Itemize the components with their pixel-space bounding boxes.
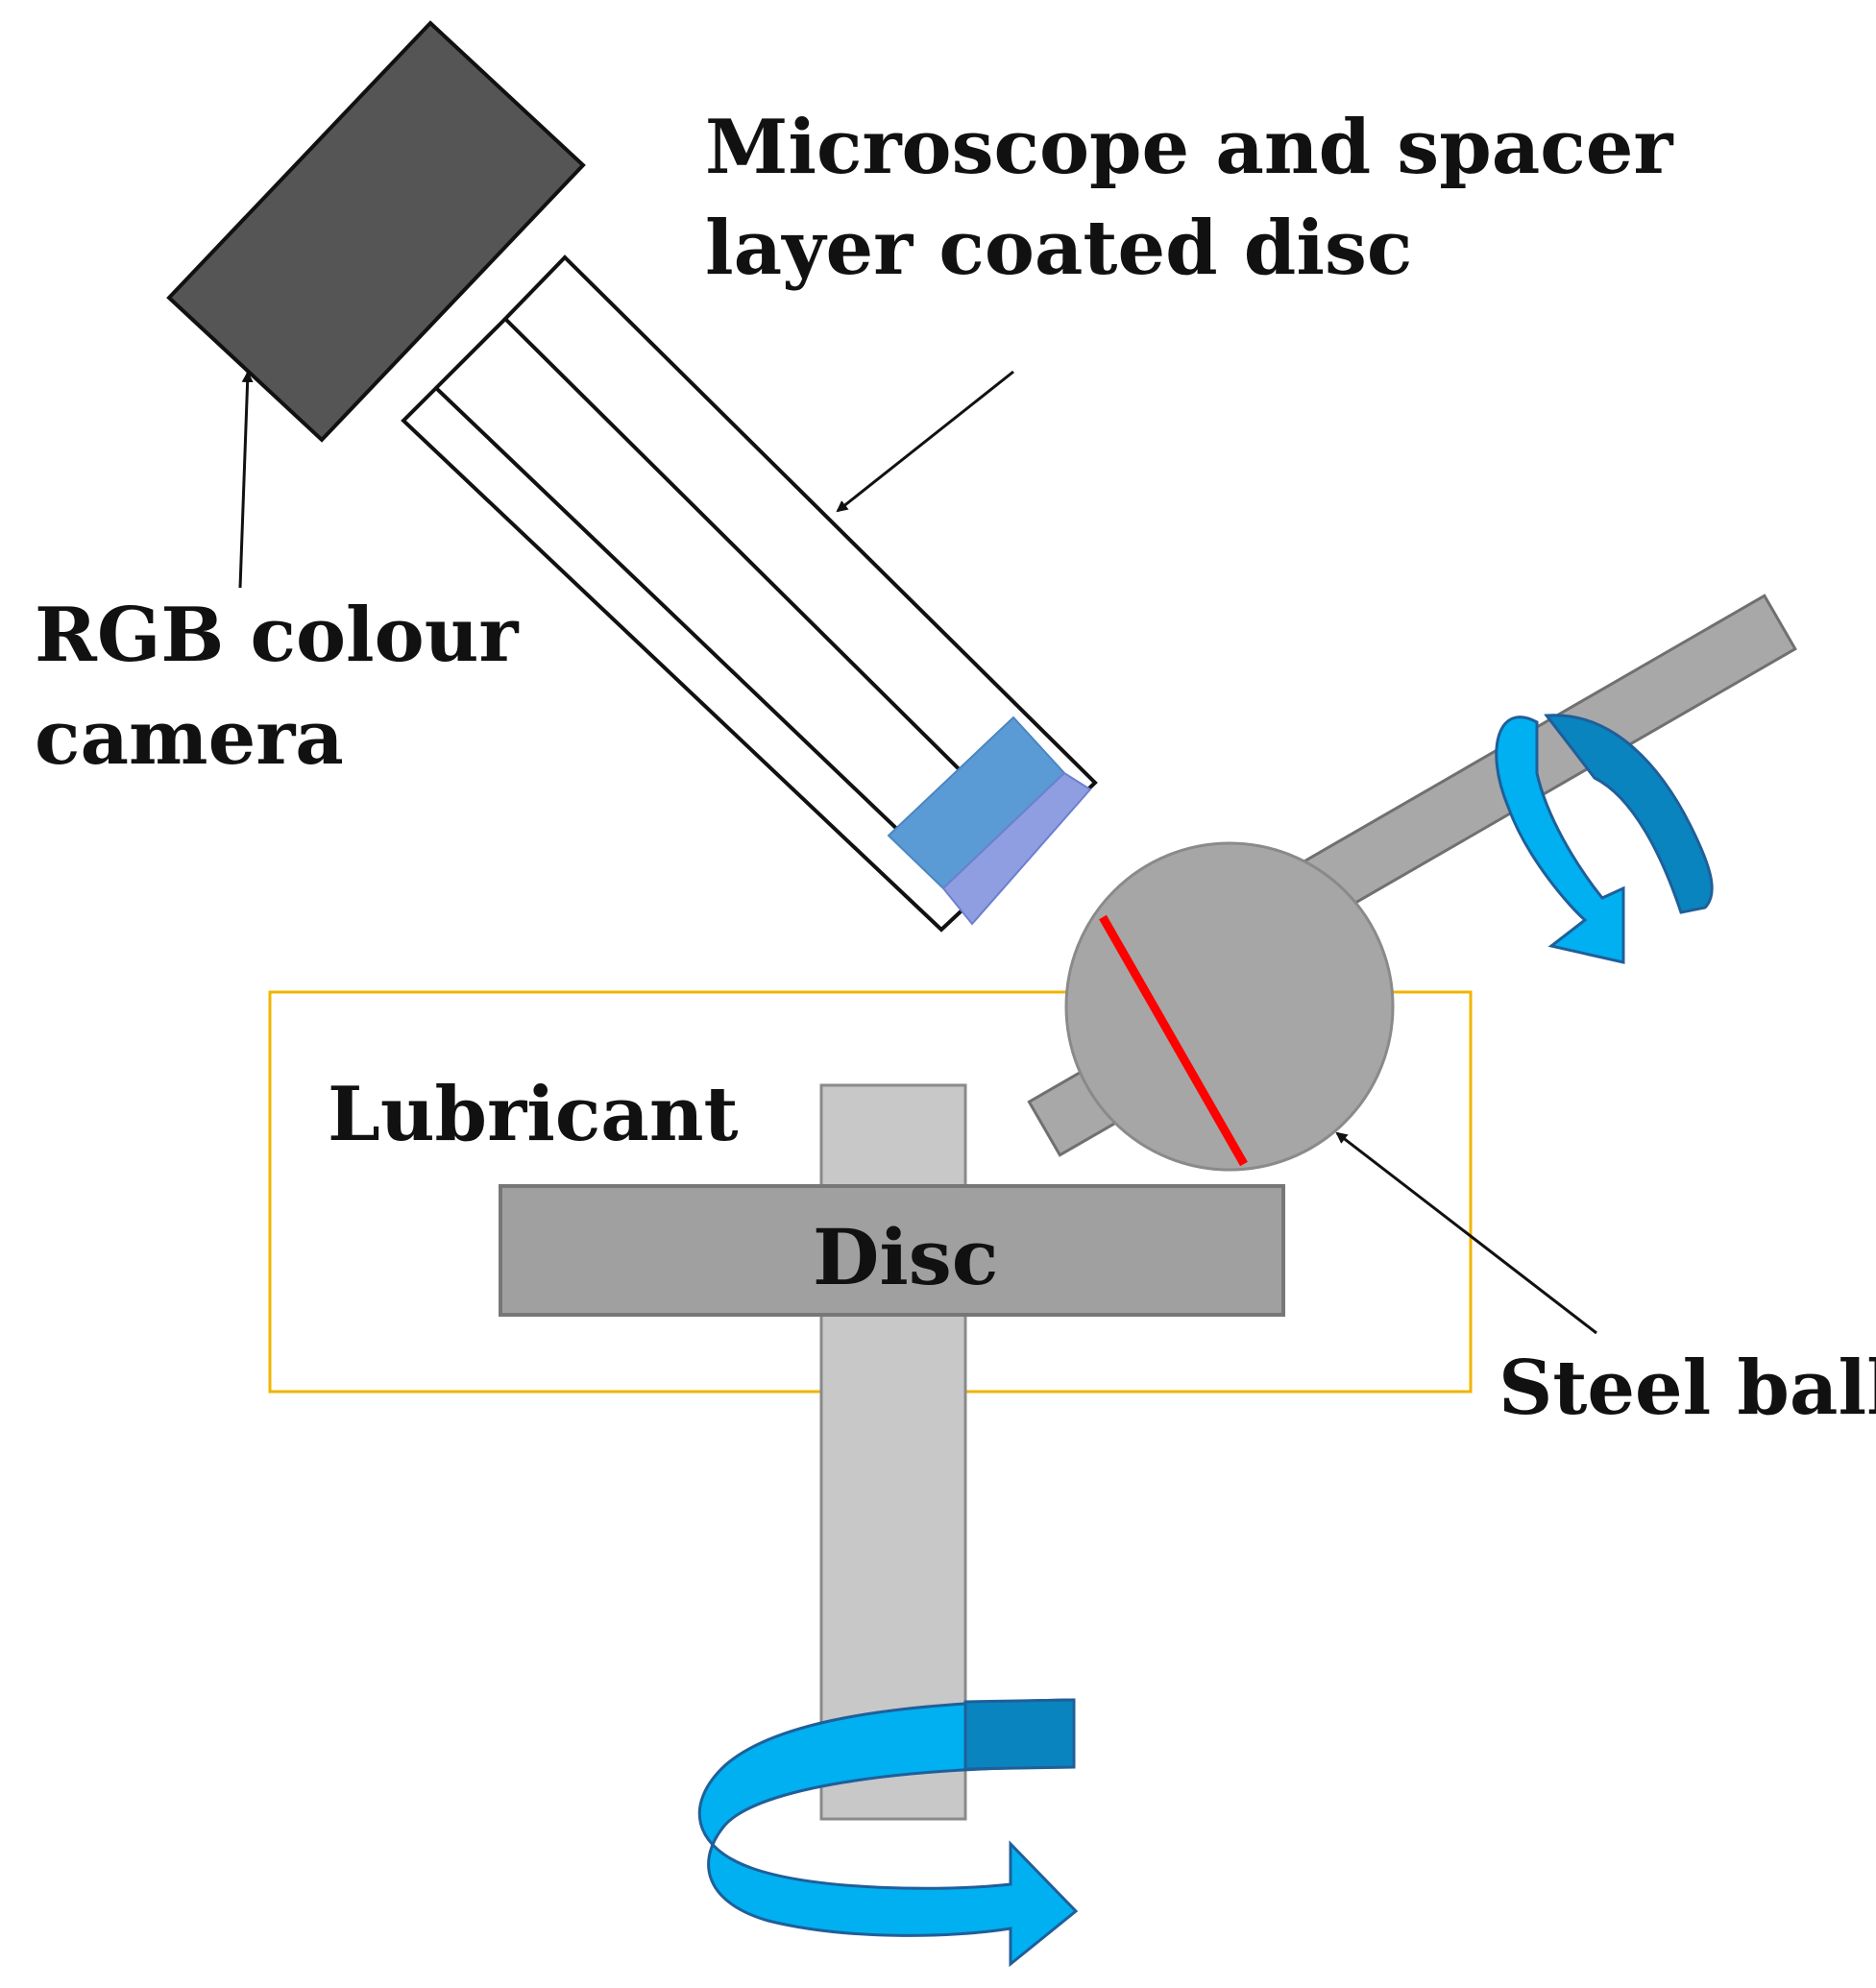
microscope-inner-line-a [434,317,507,390]
microscope-label-line1: Microscope and spacer [705,104,1673,191]
lubricant-label: Lubricant [328,1071,739,1158]
rgb-camera [166,20,586,443]
microscope-leader-arrow [836,370,1014,513]
microscope-tube-inner [401,385,975,933]
disc-rotation-arrow-back [963,1698,1076,1771]
contact-line [1099,914,1248,1167]
camera-label-line2: camera [35,694,344,782]
disc-label: Disc [813,1212,999,1302]
microscope-label-line2: layer coated disc [705,205,1412,292]
ball-rotation-arrow-back [1544,714,1714,914]
steel-ball [1064,841,1395,1172]
camera-leader-arrow [238,371,254,589]
steel-ball-label: Steel ball [1498,1345,1876,1432]
spacer-layer-coating [941,771,1092,926]
camera-label-line1: RGB colour [35,592,519,679]
ball-rotation-arrow [1495,715,1625,964]
disc [499,1184,1285,1317]
steel-ball-leader-arrow [1335,1131,1597,1335]
